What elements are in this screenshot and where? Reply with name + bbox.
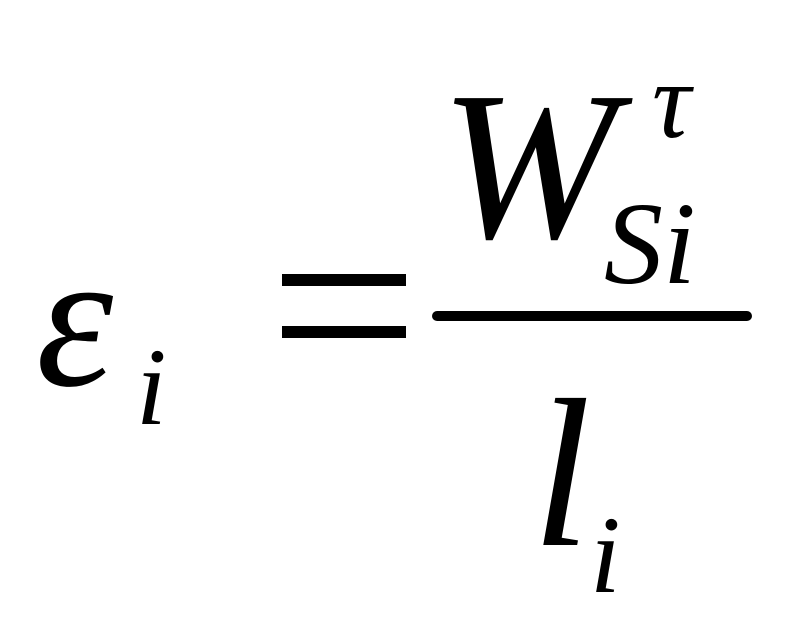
- equals-sign-top-bar: [282, 274, 406, 286]
- denominator-subscript: i: [590, 494, 621, 616]
- numerator-symbol: W: [440, 48, 617, 283]
- numerator-superscript: τ: [652, 42, 691, 161]
- fraction-bar: [432, 311, 752, 321]
- epsilon-symbol: ε: [36, 211, 114, 428]
- epsilon-subscript: i: [136, 326, 167, 448]
- numerator-subscript: Si: [604, 178, 696, 309]
- equals-sign-bottom-bar: [282, 326, 406, 338]
- denominator-symbol: l: [532, 356, 591, 591]
